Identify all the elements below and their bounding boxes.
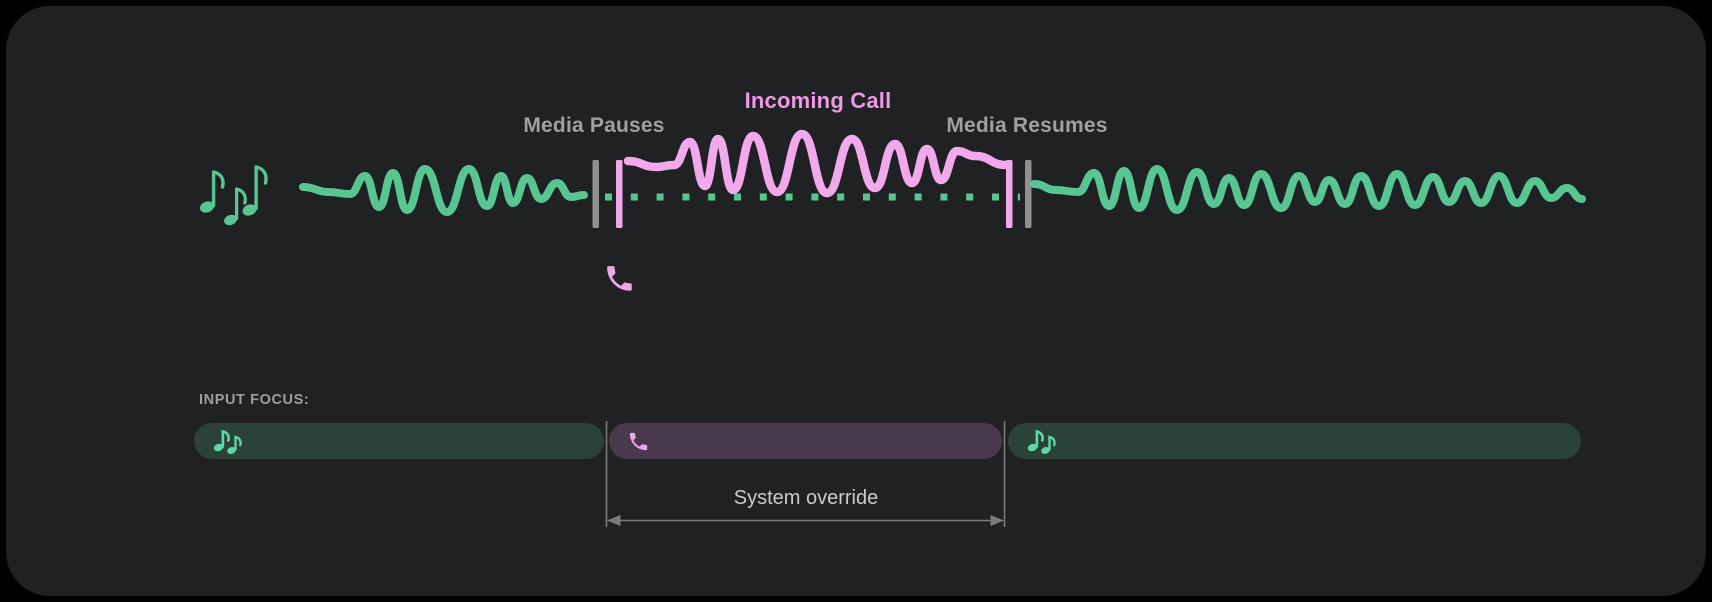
pause-marker-media [592,160,599,228]
phone-icon [607,266,632,291]
focus-segment-media-before [194,423,604,459]
override-range-arrow [607,515,1004,526]
resume-marker-media [1025,160,1032,228]
pause-marker-call [616,160,623,228]
system-override-label: System override [733,487,879,509]
focus-segment-media-after [1008,423,1581,459]
waveform-diagram [199,129,1586,527]
audio-focus-card: Media Pauses Incoming Call Media Resumes… [6,6,1706,596]
media-wave-before [299,165,588,216]
input-focus-label: INPUT FOCUS: [199,392,310,408]
media-wave-after [1030,165,1586,214]
music-notes-icon [213,429,242,454]
music-notes-icon [199,165,268,226]
media-resumes-label: Media Resumes [946,114,1108,137]
incoming-call-label: Incoming Call [744,88,892,113]
incoming-call-wave [623,129,1011,198]
focus-segment-call [609,423,1002,459]
music-notes-icon [1027,429,1056,454]
media-pauses-label: Media Pauses [523,114,665,137]
phone-icon [629,432,648,450]
resume-marker-call [1006,160,1013,228]
